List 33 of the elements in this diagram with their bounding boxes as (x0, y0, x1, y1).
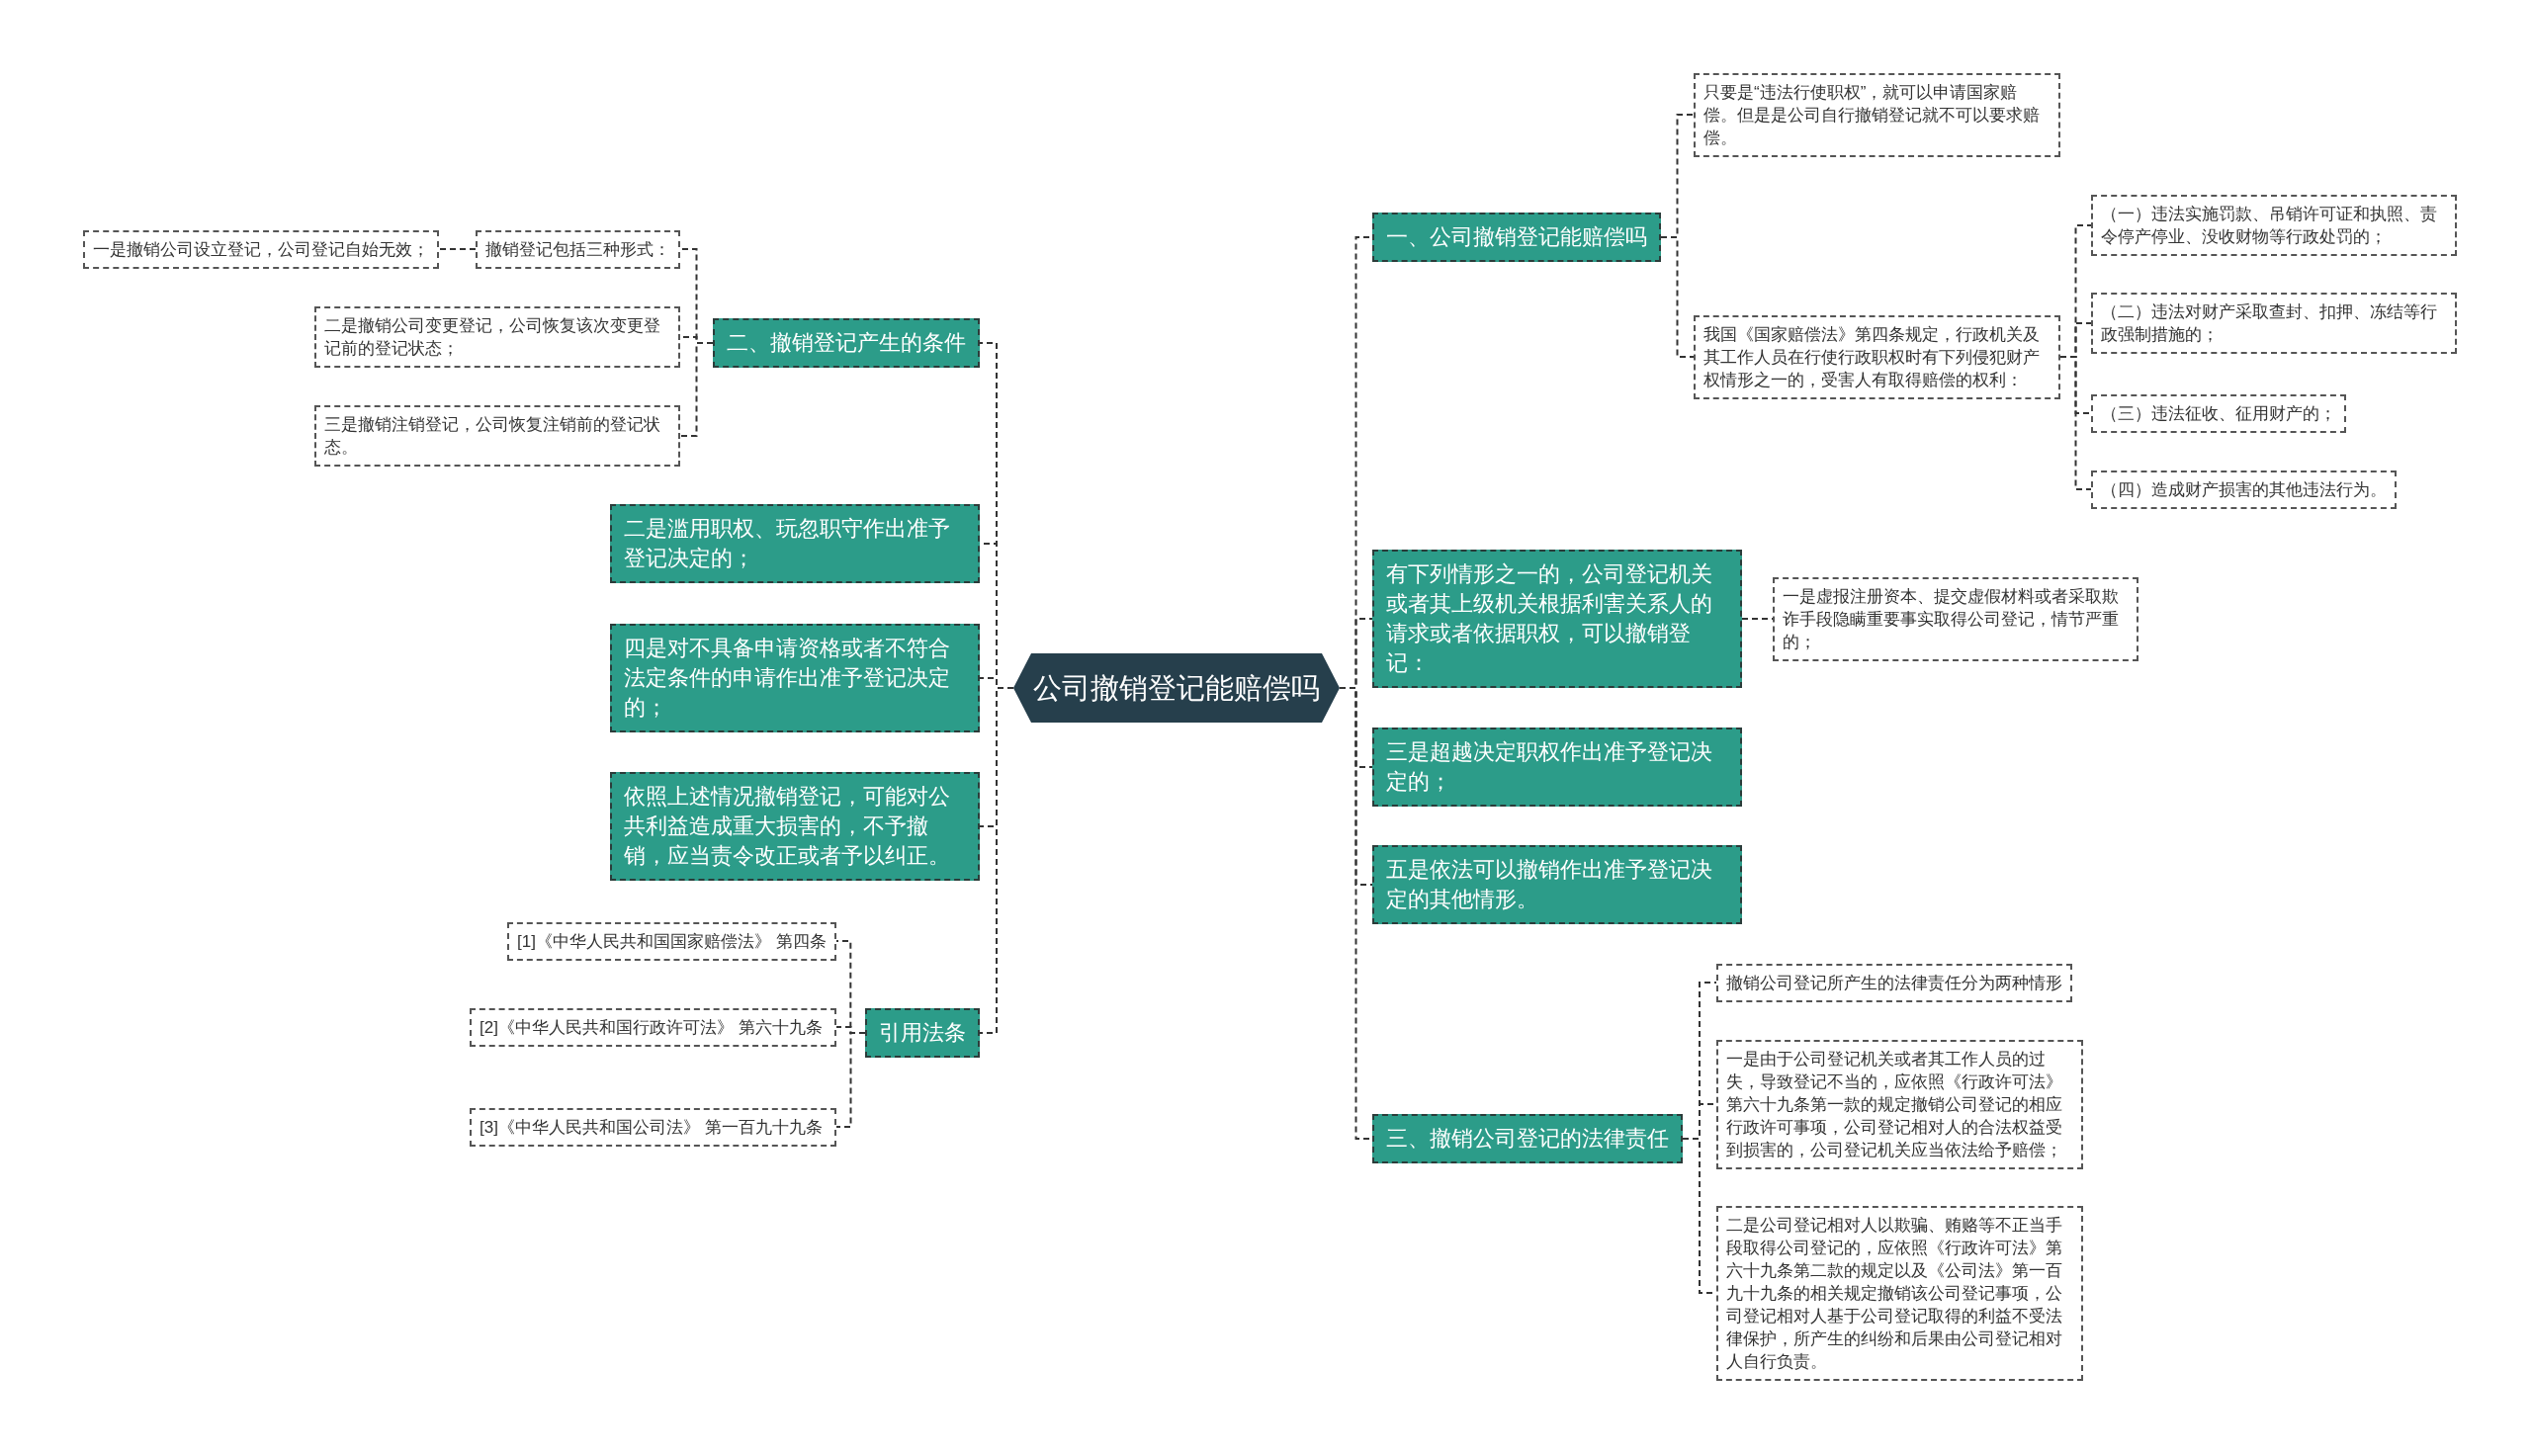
central-topic: 公司撤销登记能赔偿吗 (1013, 653, 1340, 723)
note-box: 二是公司登记相对人以欺骗、贿赂等不正当手段取得公司登记的，应依照《行政许可法》第六十九条第二款的规定以及《公司法》第一百九十九条的相关规定撤销该公司登记事项，公司登记相对人基于公司登记取得的利益不受法律保护，所产生的纠纷和后果由公司登记相对人自行负责。 (1716, 1205, 2083, 1381)
note-box: [1]《中华人民共和国国家赔偿法》 第四条 (507, 921, 836, 961)
note-box: （一）违法实施罚款、吊销许可证和执照、责令停产停业、没收财物等行政处罚的； (2091, 195, 2457, 256)
note-box: 三是撤销注销登记，公司恢复注销前的登记状态。 (314, 405, 680, 467)
note-box: （二）违法对财产采取查封、扣押、冻结等行政强制措施的； (2091, 293, 2457, 354)
note-box: （三）违法征收、征用财产的； (2091, 393, 2346, 433)
topic-box: 引用法条 (865, 1008, 980, 1058)
connector-line (835, 1032, 866, 1128)
note-box: 我国《国家赔偿法》第四条规定，行政机关及其工作人员在行使行政职权时有下列侵犯财产权情形之一的，受害人有取得赔偿的权利： (1694, 314, 2060, 399)
connector-line (2059, 356, 2092, 490)
topic-box: 二、撤销登记产生的条件 (713, 318, 980, 368)
note-box: 只要是“违法行使职权”，就可以申请国家赔偿。但是是公司自行撤销登记就不可以要求赔偿。 (1694, 72, 2060, 157)
topic-box: 一、公司撤销登记能赔偿吗 (1372, 213, 1661, 262)
topic-box: 二是滥用职权、玩忽职守作出准予登记决定的； (610, 504, 980, 583)
note-box: 一是撤销公司设立登记，公司登记自始无效； (83, 229, 439, 269)
topic-box: 三、撤销公司登记的法律责任 (1372, 1114, 1683, 1163)
topic-box: 四是对不具备申请资格或者不符合法定条件的申请作出准予登记决定的； (610, 624, 980, 732)
note-box: [3]《中华人民共和国公司法》 第一百九十九条 (470, 1107, 836, 1147)
topic-box: 五是依法可以撤销作出准予登记决定的其他情形。 (1372, 845, 1742, 924)
note-box: （四）造成财产损害的其他违法行为。 (2091, 470, 2397, 509)
connector-line (1660, 236, 1695, 358)
note-box: 一是虚报注册资本、提交虚假材料或者采取欺诈手段隐瞒重要事实取得公司登记，情节严重的； (1773, 576, 2138, 661)
topic-box: 依照上述情况撤销登记，可能对公共利益造成重大损害的，不予撤销，应当责令改正或者予以纠正。 (610, 772, 980, 881)
note-box: [2]《中华人民共和国行政许可法》 第六十九条 (470, 1007, 836, 1047)
note-box: 一是由于公司登记机关或者其工作人员的过失，导致登记不当的，应依照《行政许可法》第六十九条第一款的规定撤销公司登记的相应行政许可事项，公司登记相对人的合法权益受到损害的，公司登记机关应当依法给予赔偿； (1716, 1039, 2083, 1169)
note-box: 撤销公司登记所产生的法律责任分为两种情形 (1716, 963, 2072, 1002)
topic-box: 有下列情形之一的，公司登记机关或者其上级机关根据利害关系人的请求或者依据职权，可以撤销登记： (1372, 550, 1742, 688)
note-box: 撤销登记包括三种形式： (476, 229, 680, 269)
note-box: 二是撤销公司变更登记，公司恢复该次变更登记前的登记状态； (314, 306, 680, 368)
connector-line (438, 248, 477, 250)
connector-line (679, 342, 714, 437)
topic-box: 三是超越决定职权作出准予登记决定的； (1372, 728, 1742, 807)
